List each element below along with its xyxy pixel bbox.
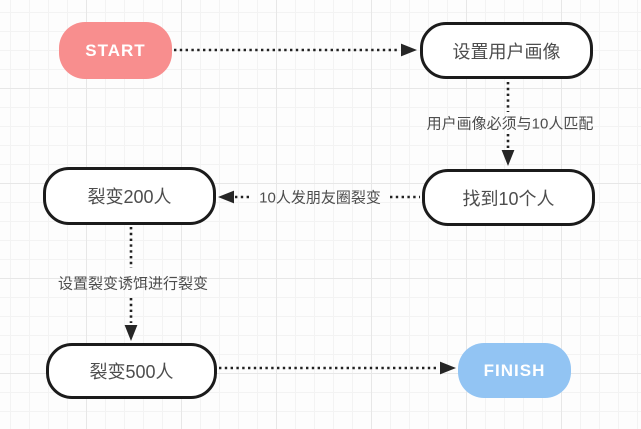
node-set-user-profile[interactable]: 设置用户画像 <box>420 22 593 79</box>
node-set-user-profile-label: 设置用户画像 <box>452 41 561 62</box>
node-fission-200[interactable]: 裂变200人 <box>43 167 216 225</box>
edge-start-to-set-profile <box>174 43 417 57</box>
node-find-ten-people[interactable]: 找到10个人 <box>422 169 595 226</box>
node-finish-label: FINISH <box>483 360 546 380</box>
arrowhead-left-icon <box>218 190 234 204</box>
edge-find-ten-to-fission-200 <box>218 190 420 204</box>
edge-set-profile-to-find-ten <box>501 82 515 166</box>
edge-fission-500-to-finish <box>219 361 456 375</box>
edge-label-fission-bait: 设置裂变诱饵进行裂变 <box>57 275 209 293</box>
node-finish[interactable]: FINISH <box>458 343 571 398</box>
arrowhead-right-icon <box>440 361 456 375</box>
arrowhead-down-icon <box>124 325 138 341</box>
edge-label-moments-fission: 10人发朋友圈裂变 <box>259 189 381 207</box>
node-fission-500[interactable]: 裂变500人 <box>46 343 217 399</box>
edge-fission-200-to-fission-500 <box>124 227 138 341</box>
arrowhead-down-icon <box>501 150 515 166</box>
node-fission-200-label: 裂变200人 <box>87 187 172 207</box>
node-start-label: START <box>85 40 146 60</box>
node-fission-500-label: 裂变500人 <box>89 362 174 382</box>
arrowhead-right-icon <box>401 43 417 57</box>
node-start[interactable]: START <box>59 22 172 79</box>
node-find-ten-people-label: 找到10个人 <box>462 188 555 209</box>
edge-label-profile-match: 用户画像必须与10人匹配 <box>426 115 594 133</box>
